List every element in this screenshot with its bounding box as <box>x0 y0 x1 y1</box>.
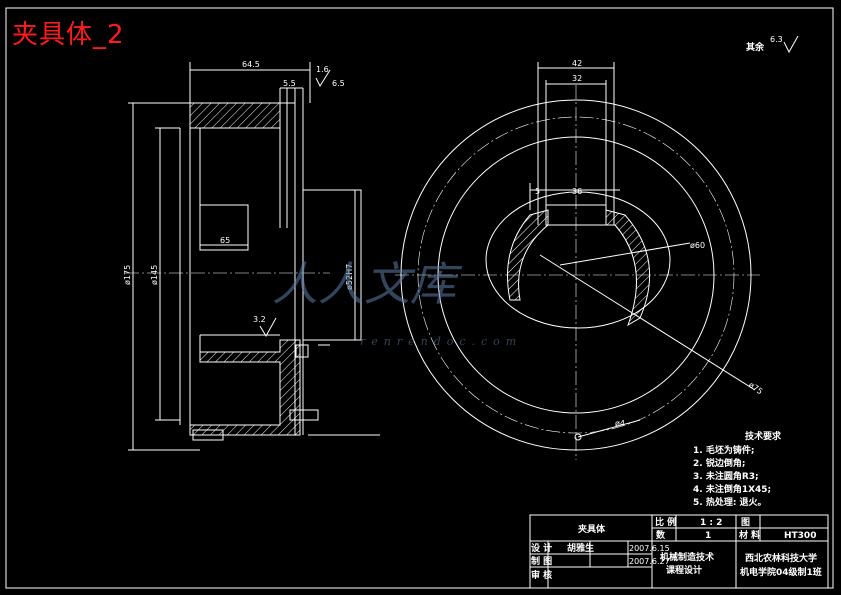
tb-qty-value: 1 <box>705 531 711 541</box>
tb-designer: 胡雅生 <box>567 542 594 554</box>
roughness-corner-value: 6.3 <box>770 35 783 44</box>
watermark-main: 人人文库 <box>272 257 463 311</box>
dim-dia-4: ø4 <box>615 419 625 428</box>
tech-item-5: 5. 热处理: 退火。 <box>693 496 767 508</box>
tech-heading: 技术要求 <box>745 430 782 442</box>
dim-dia-inner: ø52H7 <box>345 264 354 290</box>
dim-top-total: 64.5 <box>242 60 260 69</box>
tech-item-3: 3. 未注圆角R3; <box>693 470 759 482</box>
tb-material-value: HT300 <box>784 531 816 541</box>
title-block <box>529 514 829 589</box>
dim-slot-32: 32 <box>572 74 582 83</box>
tb-material-label: 材 料 <box>738 529 760 541</box>
dim-slot-5: 5 <box>535 187 540 196</box>
dim-dia-75: ø75 <box>747 380 765 396</box>
dim-dia-145: ø145 <box>150 265 159 285</box>
tb-draw-date: 2007.6.27 <box>629 557 670 566</box>
roughness-corner-label: 其余 <box>746 41 765 53</box>
tb-fig-label: 图 <box>741 517 750 528</box>
tech-item-1: 1. 毛坯为铸件; <box>693 444 754 456</box>
section-view <box>125 35 799 451</box>
tb-draw-label: 制 图 <box>531 555 552 567</box>
page-title: 夹具体_2 <box>12 20 125 50</box>
tb-scale-label: 比 例 <box>655 516 676 528</box>
dim-slot-36: 36 <box>572 187 582 196</box>
dim-top-mid: 5.5 <box>283 79 296 88</box>
roughness-top: 1.6 <box>316 65 329 74</box>
front-view <box>395 62 760 460</box>
tb-school: 西北农林科技大学 <box>745 552 817 564</box>
dim-len-65: 65 <box>220 236 230 245</box>
roughness-mid: 3.2 <box>253 315 266 324</box>
tb-qty-label: 数 <box>656 529 666 541</box>
tb-design-date: 2007.6.15 <box>629 544 670 553</box>
tb-part-name: 夹具体 <box>578 523 606 535</box>
tb-scale-value: 1 : 2 <box>700 518 722 528</box>
tb-course: 机械制造技术 <box>660 551 714 563</box>
drawing-border <box>5 7 834 589</box>
tb-course2: 课程设计 <box>666 564 702 576</box>
tb-design-label: 设 计 <box>531 542 552 554</box>
dim-dia-175: ø175 <box>123 265 132 285</box>
tb-class: 机电学院04级制1班 <box>740 566 822 578</box>
watermark-sub: renrendoc.com <box>360 335 522 348</box>
dim-top-right: 6.5 <box>332 79 345 88</box>
tech-item-2: 2. 锐边倒角; <box>693 457 745 469</box>
tech-item-4: 4. 未注倒角1X45; <box>693 483 771 495</box>
dim-slot-42: 42 <box>572 59 582 68</box>
dim-dia-60: ø60 <box>690 241 705 250</box>
tb-review-label: 审 核 <box>531 569 552 581</box>
